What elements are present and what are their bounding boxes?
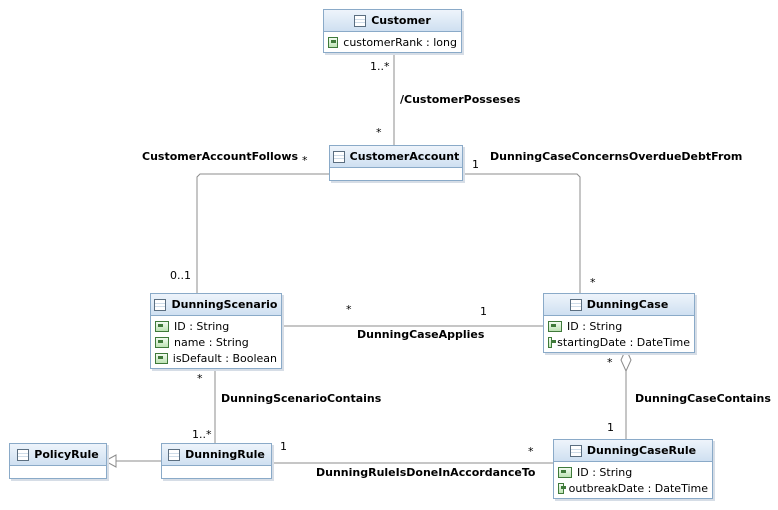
multiplicity-label: 1 — [472, 158, 479, 171]
class-icon — [354, 14, 367, 27]
class-customer-account-header: CustomerAccount — [330, 146, 462, 168]
multiplicity-label: * — [346, 303, 352, 316]
association-name-label: DunningCaseApplies — [357, 328, 485, 341]
multiplicity-label: * — [376, 126, 382, 139]
multiplicity-label: * — [607, 356, 613, 369]
attribute-row[interactable]: isDefault : Boolean — [155, 350, 277, 366]
aggregation-diamond-icon — [620, 347, 632, 373]
class-dunning-case-rule-attributes: ID : String outbreakDate : DateTime — [554, 462, 712, 498]
class-dunning-case-name: DunningCase — [586, 298, 669, 311]
class-dunning-rule-attributes — [162, 466, 271, 478]
class-icon — [569, 298, 582, 311]
attribute-label: ID : String — [567, 319, 623, 333]
class-icon — [332, 150, 345, 163]
multiplicity-label: 1..* — [370, 60, 390, 73]
multiplicity-label: 0..1 — [170, 269, 191, 282]
association-name-label: DunningCaseContains — [635, 392, 771, 405]
class-customer-name: Customer — [371, 14, 431, 27]
attribute-label: ID : String — [174, 319, 230, 333]
class-dunning-case-rule-name: DunningCaseRule — [586, 444, 697, 457]
class-customer-account-attributes — [330, 168, 462, 180]
class-dunning-scenario-attributes: ID : String name : String isDefault : Bo… — [151, 316, 281, 368]
class-dunning-case-attributes: ID : String startingDate : DateTime — [544, 316, 694, 352]
attribute-label: name : String — [174, 335, 249, 349]
attribute-row[interactable]: customerRank : long — [328, 34, 457, 50]
class-dunning-rule[interactable]: DunningRule — [161, 443, 272, 479]
attribute-label: startingDate : DateTime — [557, 335, 690, 349]
multiplicity-label: * — [197, 372, 203, 385]
attribute-row[interactable]: startingDate : DateTime — [548, 334, 690, 350]
multiplicity-label: * — [590, 276, 596, 289]
class-customer-account[interactable]: CustomerAccount — [329, 145, 463, 181]
generalization-triangle-icon — [103, 454, 117, 468]
multiplicity-label: 1 — [607, 421, 614, 434]
association-name-label: DunningScenarioContains — [221, 392, 382, 405]
class-dunning-scenario[interactable]: DunningScenario ID : String name : Strin… — [150, 293, 282, 369]
class-dunning-case-header: DunningCase — [544, 294, 694, 316]
class-policy-rule[interactable]: PolicyRule — [9, 443, 107, 479]
attribute-row[interactable]: ID : String — [548, 318, 690, 334]
attribute-icon — [155, 352, 168, 364]
class-icon — [168, 448, 181, 461]
class-dunning-case-rule-header: DunningCaseRule — [554, 440, 712, 462]
class-icon — [569, 444, 582, 457]
attribute-icon — [155, 320, 169, 332]
multiplicity-label: * — [302, 154, 308, 167]
class-policy-rule-attributes — [10, 466, 106, 478]
attribute-row[interactable]: name : String — [155, 334, 277, 350]
attribute-icon — [548, 320, 562, 332]
class-policy-rule-name: PolicyRule — [34, 448, 99, 461]
attribute-icon — [328, 36, 339, 48]
class-dunning-scenario-name: DunningScenario — [171, 298, 278, 311]
class-customer-header: Customer — [324, 10, 461, 32]
attribute-label: customerRank : long — [343, 35, 457, 49]
class-dunning-case[interactable]: DunningCase ID : String startingDate : D… — [543, 293, 695, 353]
class-policy-rule-header: PolicyRule — [10, 444, 106, 466]
multiplicity-label: * — [528, 445, 534, 458]
attribute-label: isDefault : Boolean — [172, 351, 277, 365]
class-icon — [17, 448, 30, 461]
multiplicity-label: 1..* — [192, 428, 212, 441]
class-dunning-scenario-header: DunningScenario — [151, 294, 281, 316]
multiplicity-label: 1 — [280, 440, 287, 453]
attribute-label: ID : String — [577, 465, 633, 479]
class-dunning-case-rule[interactable]: DunningCaseRule ID : String outbreakDate… — [553, 439, 713, 499]
attribute-icon — [155, 336, 169, 348]
association-name-label: DunningRuleIsDoneInAccordanceTo — [316, 466, 536, 479]
attribute-icon — [558, 482, 566, 494]
attribute-row[interactable]: ID : String — [155, 318, 277, 334]
class-dunning-rule-header: DunningRule — [162, 444, 271, 466]
class-customer-attributes: customerRank : long — [324, 32, 461, 52]
edge-concerns-overdue[interactable] — [461, 173, 581, 293]
association-name-label: CustomerAccountFollows — [142, 150, 299, 163]
attribute-icon — [548, 336, 557, 348]
attribute-label: outbreakDate : DateTime — [568, 481, 708, 495]
multiplicity-label: 1 — [480, 305, 487, 318]
association-name-label: DunningCaseConcernsOverdueDebtFrom — [490, 150, 743, 163]
association-name-label: /CustomerPosseses — [400, 93, 521, 106]
class-icon — [154, 298, 167, 311]
attribute-row[interactable]: outbreakDate : DateTime — [558, 480, 708, 496]
attribute-icon — [558, 466, 572, 478]
class-customer-account-name: CustomerAccount — [349, 150, 460, 163]
attribute-row[interactable]: ID : String — [558, 464, 708, 480]
edge-account-follows[interactable] — [196, 173, 329, 293]
class-customer[interactable]: Customer customerRank : long — [323, 9, 462, 53]
class-dunning-rule-name: DunningRule — [185, 448, 265, 461]
